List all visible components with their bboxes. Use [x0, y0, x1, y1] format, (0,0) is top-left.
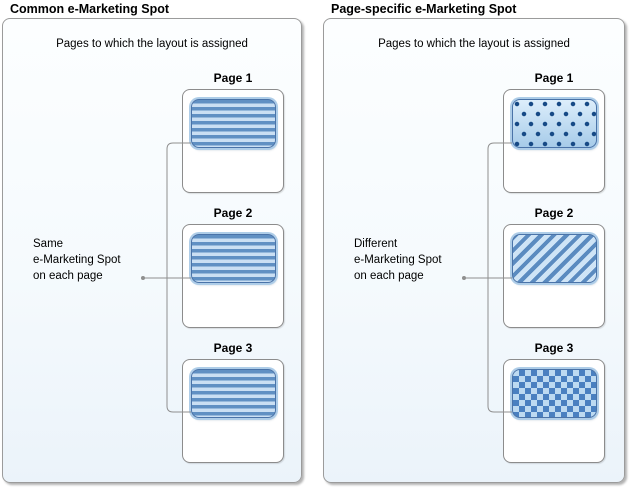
emarketing-spot [512, 234, 597, 283]
assigned-pages-panel: Pages to which the layout is assigned Pa… [323, 18, 625, 483]
page-specific-spot-diagram: Page-specific e-Marketing Spot Pages to … [323, 0, 625, 492]
assigned-pages-panel: Pages to which the layout is assigned Pa… [2, 18, 302, 483]
page-label: Page 2 [213, 206, 253, 220]
page-label: Page 3 [213, 341, 253, 355]
emarketing-spot [512, 369, 597, 418]
panel-heading: Pages to which the layout is assigned [56, 38, 248, 50]
side-note: Same e-Marketing Spot on each page [33, 238, 121, 282]
emarketing-spot [512, 99, 597, 148]
common-spot-diagram: Common e-Marketing Spot Pages to which t… [2, 0, 302, 492]
panel-heading: Pages to which the layout is assigned [378, 38, 570, 50]
page-label: Page 2 [534, 206, 574, 220]
page-label: Page 1 [534, 71, 574, 85]
page-label: Page 1 [213, 71, 253, 85]
arrow-dot [462, 276, 466, 280]
emarketing-spot [191, 369, 276, 418]
emarketing-spot [191, 99, 276, 148]
emarketing-spot [191, 234, 276, 283]
arrow-dot [141, 276, 145, 280]
side-note: Different e-Marketing Spot on each page [354, 238, 442, 282]
panel-title: Page-specific e-Marketing Spot [331, 2, 517, 16]
panel-title: Common e-Marketing Spot [10, 2, 170, 16]
page-label: Page 3 [534, 341, 574, 355]
